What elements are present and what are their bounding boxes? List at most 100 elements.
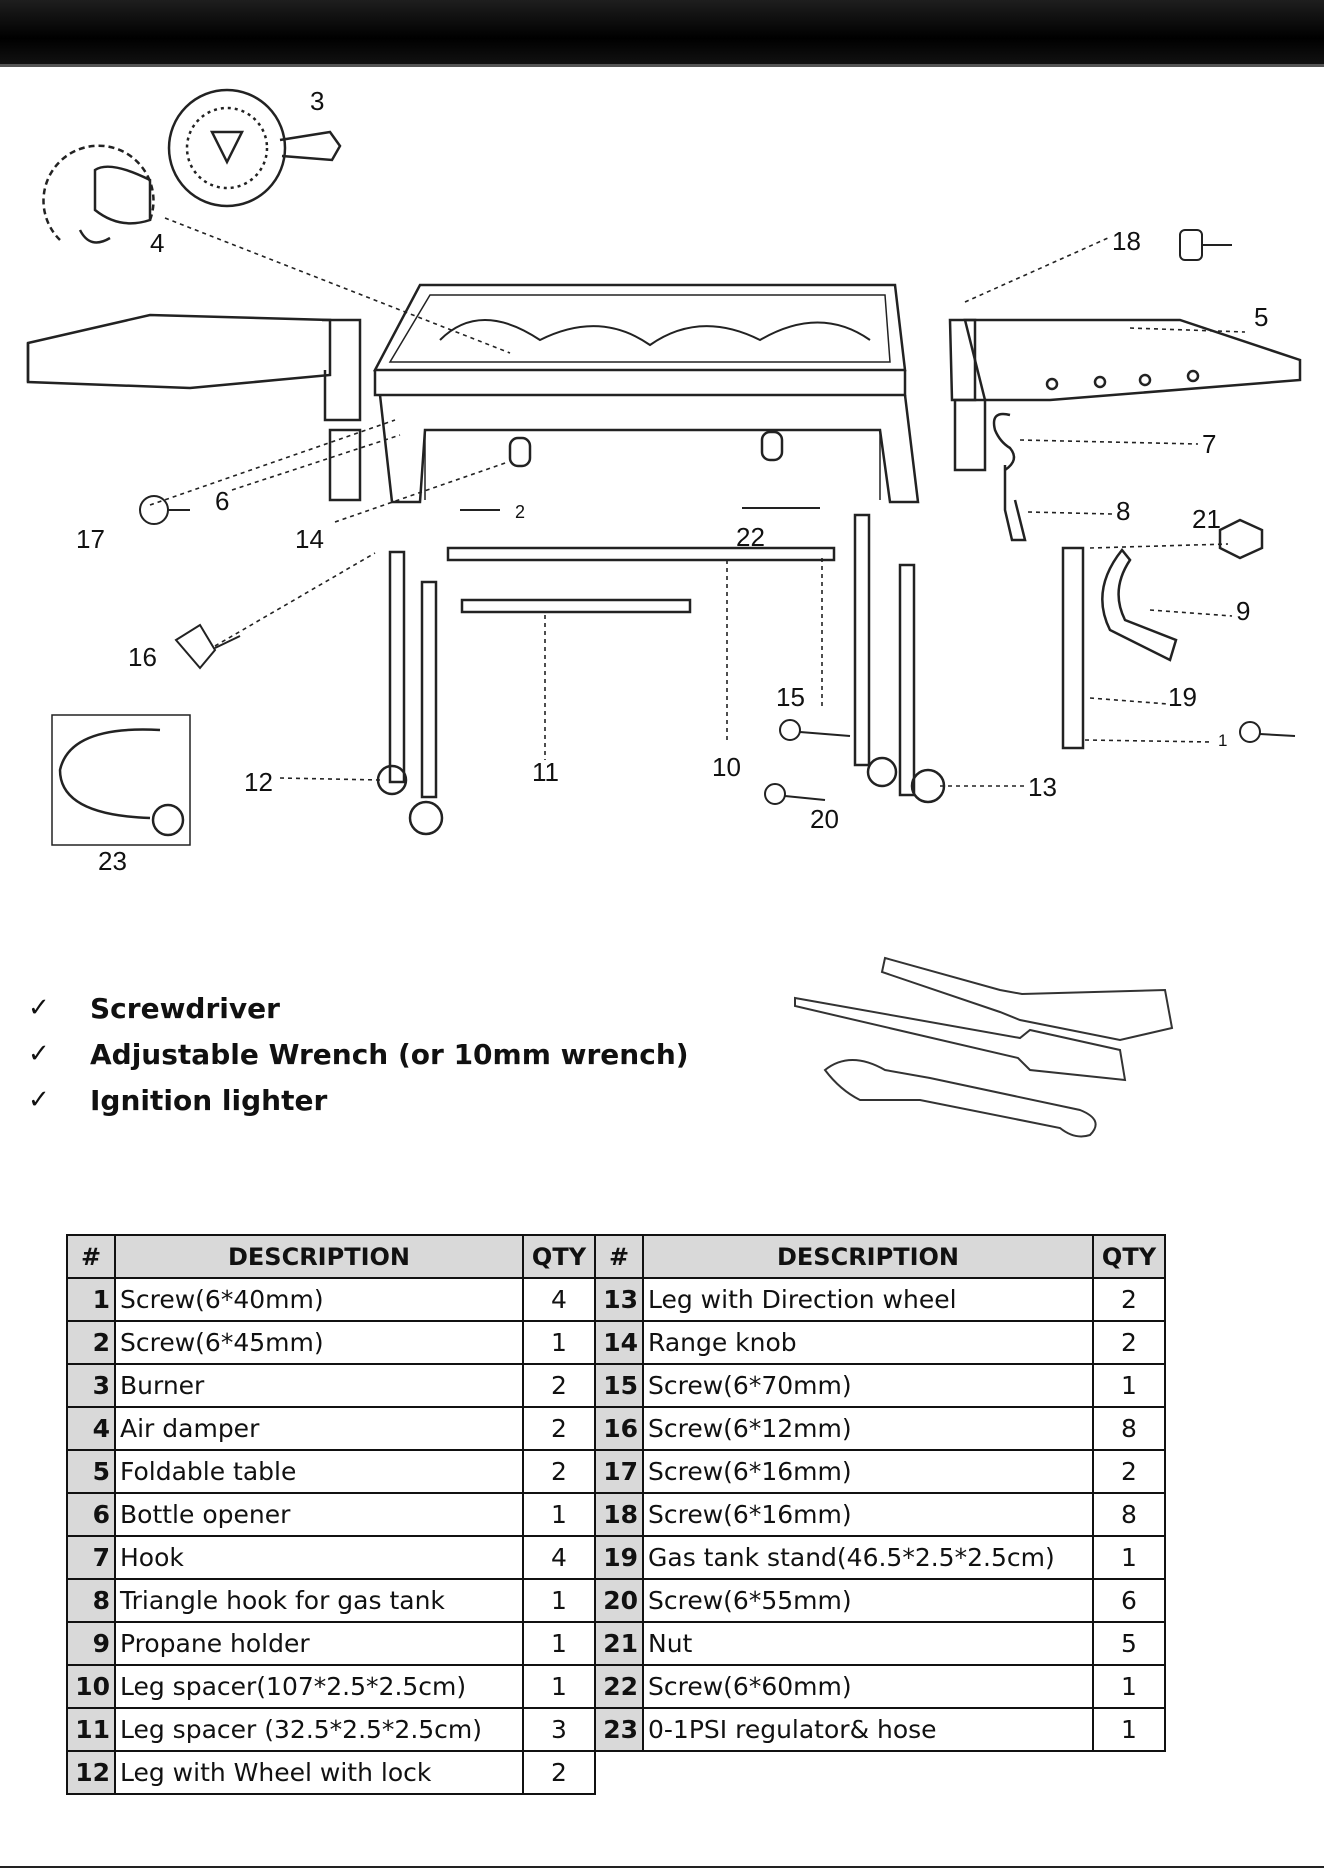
- callout-21: 21: [1192, 504, 1221, 534]
- burner-drawing: [167, 88, 342, 208]
- table-row: 10 Leg spacer(107*2.5*2.5cm) 1 22 Screw(…: [66, 1664, 1166, 1709]
- callout-11: 11: [532, 757, 559, 787]
- callout-16: 16: [128, 642, 157, 672]
- callout-14: 14: [295, 524, 324, 554]
- part-description: Bottle opener: [114, 1492, 524, 1537]
- right-legs-drawing: [853, 513, 946, 804]
- callout-18: 18: [1112, 226, 1141, 256]
- part-qty: 2: [1092, 1449, 1166, 1494]
- tool-item: ✓Ignition lighter: [28, 1077, 689, 1123]
- part-description: Burner: [114, 1363, 524, 1408]
- part-description: Screw(6*55mm): [642, 1578, 1094, 1623]
- screws-drawing: [139, 229, 1296, 805]
- table-row: 1 Screw(6*40mm) 4 13 Leg with Direction …: [66, 1277, 1166, 1322]
- part-qty: 2: [522, 1363, 596, 1408]
- part-number: 16: [594, 1406, 644, 1451]
- part-number: 13: [594, 1277, 644, 1322]
- part-qty: 4: [522, 1535, 596, 1580]
- callout-6: 6: [215, 486, 229, 516]
- table-header-row: # DESCRIPTION QTY # DESCRIPTION QTY: [66, 1234, 1166, 1279]
- table-row: 8 Triangle hook for gas tank 1 20 Screw(…: [66, 1578, 1166, 1623]
- part-number: 5: [66, 1449, 116, 1494]
- callout-20: 20: [810, 804, 839, 834]
- lighter-icon: [880, 956, 1174, 1042]
- table-row: 11 Leg spacer (32.5*2.5*2.5cm) 3 23 0-1P…: [66, 1707, 1166, 1752]
- part-description: Screw(6*40mm): [114, 1277, 524, 1322]
- part-number: 19: [594, 1535, 644, 1580]
- part-number: 10: [66, 1664, 116, 1709]
- part-description: Leg spacer(107*2.5*2.5cm): [114, 1664, 524, 1709]
- part-description: Foldable table: [114, 1449, 524, 1494]
- tool-item: ✓ Adjustable Wrench (or 10mm wrench): [28, 1031, 689, 1077]
- tool-label: Ignition lighter: [90, 1083, 328, 1117]
- part-qty: 5: [1092, 1621, 1166, 1666]
- callout-13: 13: [1028, 772, 1057, 802]
- callout-7: 7: [1202, 429, 1216, 459]
- callout-2: 2: [515, 502, 525, 522]
- stove-frame-drawing: [372, 283, 920, 504]
- part-qty: 1: [1092, 1535, 1166, 1580]
- part-description: Leg with Direction wheel: [642, 1277, 1094, 1322]
- left-table-drawing: [26, 313, 362, 502]
- part-number: 6: [66, 1492, 116, 1537]
- screwdriver-icon: [794, 996, 1127, 1082]
- callout-12: 12: [244, 767, 273, 797]
- header-num: #: [594, 1234, 644, 1279]
- part-description: Air damper: [114, 1406, 524, 1451]
- exploded-parts-diagram: 3 4 18 5 7 8 21 9 19 1 13 20 10 15 22 2 …: [26, 86, 1302, 876]
- part-description: Screw(6*12mm): [642, 1406, 1094, 1451]
- table-row: 7 Hook 4 19 Gas tank stand(46.5*2.5*2.5c…: [66, 1535, 1166, 1580]
- part-number: 17: [594, 1449, 644, 1494]
- part-qty: 1: [1092, 1363, 1166, 1408]
- parts-list-table: # DESCRIPTION QTY # DESCRIPTION QTY 1 Sc…: [66, 1234, 1166, 1795]
- callout-5: 5: [1254, 302, 1268, 332]
- part-number: 8: [66, 1578, 116, 1623]
- table-row: 2 Screw(6*45mm) 1 14 Range knob 2: [66, 1320, 1166, 1365]
- empty-cell: [1093, 1751, 1165, 1794]
- hook-drawing: [992, 412, 1016, 472]
- callout-10: 10: [712, 752, 741, 782]
- tool-item: ✓Screwdriver: [28, 985, 689, 1031]
- callout-22: 22: [736, 522, 765, 552]
- part-number: 2: [66, 1320, 116, 1365]
- part-qty: 3: [522, 1707, 596, 1752]
- range-knob-drawing: [508, 436, 532, 468]
- part-qty: 1: [522, 1320, 596, 1365]
- header-description: DESCRIPTION: [642, 1234, 1094, 1279]
- tool-label: Adjustable Wrench (or 10mm wrench): [90, 1037, 689, 1071]
- part-number: 15: [594, 1363, 644, 1408]
- table-row: 12 Leg with Wheel with lock 2: [66, 1750, 1165, 1795]
- part-qty: 2: [522, 1750, 596, 1795]
- part-qty: 8: [1092, 1406, 1166, 1451]
- part-description: Screw(6*45mm): [114, 1320, 524, 1365]
- header-bar: [0, 0, 1324, 67]
- part-number: 1: [66, 1277, 116, 1322]
- header-description: DESCRIPTION: [114, 1234, 524, 1279]
- check-icon: ✓: [28, 993, 50, 1023]
- callout-3: 3: [310, 86, 324, 116]
- part-qty: 8: [1092, 1492, 1166, 1537]
- check-icon: ✓: [28, 1039, 50, 1069]
- part-description: Screw(6*16mm): [642, 1449, 1094, 1494]
- part-description: Leg spacer (32.5*2.5*2.5cm): [114, 1707, 524, 1752]
- part-qty: 1: [522, 1578, 596, 1623]
- part-number: 23: [594, 1707, 644, 1752]
- part-number: 14: [594, 1320, 644, 1365]
- nut-drawing: [1218, 518, 1264, 560]
- part-number: 20: [594, 1578, 644, 1623]
- callout-23: 23: [98, 846, 127, 876]
- table-row: 4 Air damper 2 16 Screw(6*12mm) 8: [66, 1406, 1166, 1451]
- triangle-hook-drawing: [1003, 465, 1027, 542]
- part-qty: 2: [1092, 1320, 1166, 1365]
- left-legs-drawing: [376, 550, 444, 836]
- part-qty: 2: [1092, 1277, 1166, 1322]
- table-row: 9 Propane holder 1 21 Nut 5: [66, 1621, 1166, 1666]
- part-number: 12: [66, 1750, 116, 1795]
- part-description: Screw(6*16mm): [642, 1492, 1094, 1537]
- part-qty: 2: [522, 1406, 596, 1451]
- propane-holder-drawing: [1101, 547, 1178, 662]
- footer-divider: [0, 1866, 1324, 1868]
- callout-1: 1: [1218, 731, 1227, 750]
- header-num: #: [66, 1234, 116, 1279]
- part-qty: 1: [522, 1621, 596, 1666]
